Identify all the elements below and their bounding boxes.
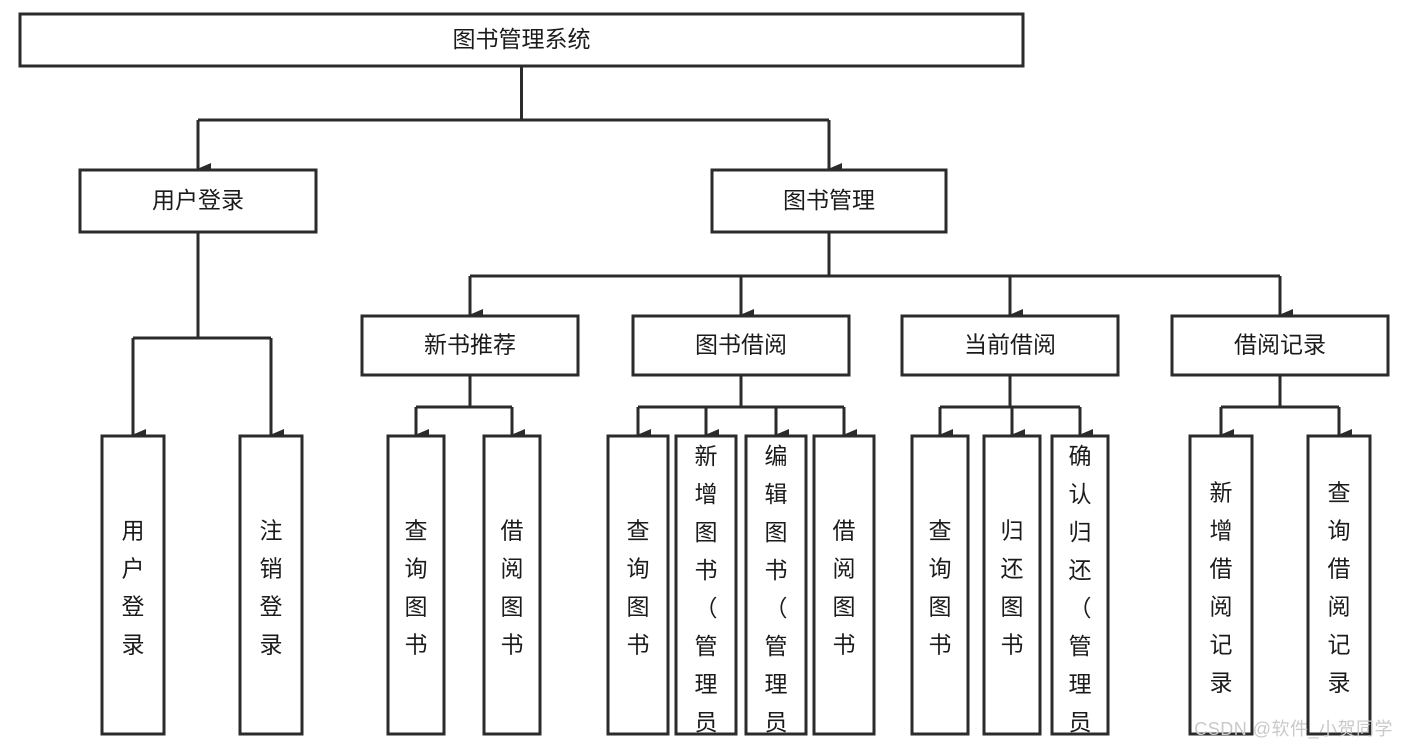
node-label: 借阅图书 — [833, 518, 856, 658]
node-box[interactable] — [1170, 314, 1390, 377]
node-label: 确认归还（管理员） — [1069, 443, 1092, 747]
node-box[interactable] — [386, 434, 446, 736]
edge-group-bookmgmt — [468, 232, 1293, 321]
node-l5[interactable]: 查询图书 — [606, 434, 670, 736]
node-l11[interactable]: 确认归还（管理员） — [1050, 434, 1110, 747]
edge-group-newbooks — [414, 375, 525, 441]
node-box[interactable] — [812, 434, 876, 736]
node-box[interactable] — [1188, 434, 1254, 736]
node-l1[interactable]: 用户登录 — [100, 434, 166, 736]
node-box[interactable] — [238, 434, 304, 736]
node-l10[interactable]: 归还图书 — [982, 434, 1042, 736]
node-label: 当前借阅 — [964, 332, 1056, 358]
node-records[interactable]: 借阅记录 — [1170, 314, 1390, 377]
node-label: 查询图书 — [929, 518, 952, 658]
node-label: 借阅图书 — [501, 518, 524, 658]
edges-layer — [131, 66, 1352, 441]
node-box[interactable] — [78, 168, 318, 234]
edge-group-root — [196, 66, 842, 175]
node-label: 图书管理系统 — [453, 26, 591, 52]
edge-group-borrow — [636, 375, 857, 441]
node-label: 注销登录 — [260, 518, 283, 658]
node-l8[interactable]: 借阅图书 — [812, 434, 876, 736]
node-box[interactable] — [482, 434, 542, 736]
node-box[interactable] — [900, 314, 1120, 377]
node-l7[interactable]: 编辑图书（管理员） — [744, 434, 808, 747]
node-box[interactable] — [360, 314, 580, 377]
node-label: 查询借阅记录 — [1328, 480, 1351, 696]
node-box[interactable] — [910, 434, 970, 736]
node-box[interactable] — [982, 434, 1042, 736]
node-l3[interactable]: 查询图书 — [386, 434, 446, 736]
node-l12[interactable]: 新增借阅记录 — [1188, 434, 1254, 736]
node-label: 新增图书（管理员） — [695, 443, 718, 747]
node-box[interactable] — [100, 434, 166, 736]
node-l6[interactable]: 新增图书（管理员） — [674, 434, 738, 747]
nodes-layer: 图书管理系统用户登录图书管理新书推荐图书借阅当前借阅借阅记录用户登录注销登录查询… — [18, 12, 1390, 747]
node-l4[interactable]: 借阅图书 — [482, 434, 542, 736]
node-login[interactable]: 用户登录 — [78, 168, 318, 234]
node-borrow[interactable]: 图书借阅 — [631, 314, 851, 377]
node-box[interactable] — [744, 434, 808, 736]
node-box[interactable] — [710, 168, 948, 234]
node-box[interactable] — [606, 434, 670, 736]
node-label: 新书推荐 — [424, 332, 516, 358]
node-label: 新增借阅记录 — [1210, 480, 1233, 696]
edge-group-login — [131, 232, 284, 441]
node-newbooks[interactable]: 新书推荐 — [360, 314, 580, 377]
node-box[interactable] — [18, 12, 1025, 68]
node-bookmgmt[interactable]: 图书管理 — [710, 168, 948, 234]
node-box[interactable] — [1306, 434, 1372, 736]
node-label: 归还图书 — [1001, 518, 1024, 658]
edge-group-current — [938, 375, 1093, 441]
node-current[interactable]: 当前借阅 — [900, 314, 1120, 377]
node-label: 借阅记录 — [1234, 332, 1326, 358]
node-box[interactable] — [1050, 434, 1110, 736]
node-label: 用户登录 — [122, 518, 145, 658]
node-l2[interactable]: 注销登录 — [238, 434, 304, 736]
node-label: 编辑图书（管理员） — [765, 443, 788, 747]
node-label: 查询图书 — [405, 518, 428, 658]
node-box[interactable] — [674, 434, 738, 736]
node-root[interactable]: 图书管理系统 — [18, 12, 1025, 68]
node-label: 用户登录 — [152, 187, 244, 213]
edge-group-records — [1219, 375, 1352, 441]
watermark-text: CSDN @软件_小贺同学 — [1194, 719, 1393, 739]
node-l9[interactable]: 查询图书 — [910, 434, 970, 736]
node-label: 查询图书 — [627, 518, 650, 658]
node-label: 图书借阅 — [695, 332, 787, 358]
node-l13[interactable]: 查询借阅记录 — [1306, 434, 1372, 736]
node-label: 图书管理 — [783, 187, 875, 213]
node-box[interactable] — [631, 314, 851, 377]
